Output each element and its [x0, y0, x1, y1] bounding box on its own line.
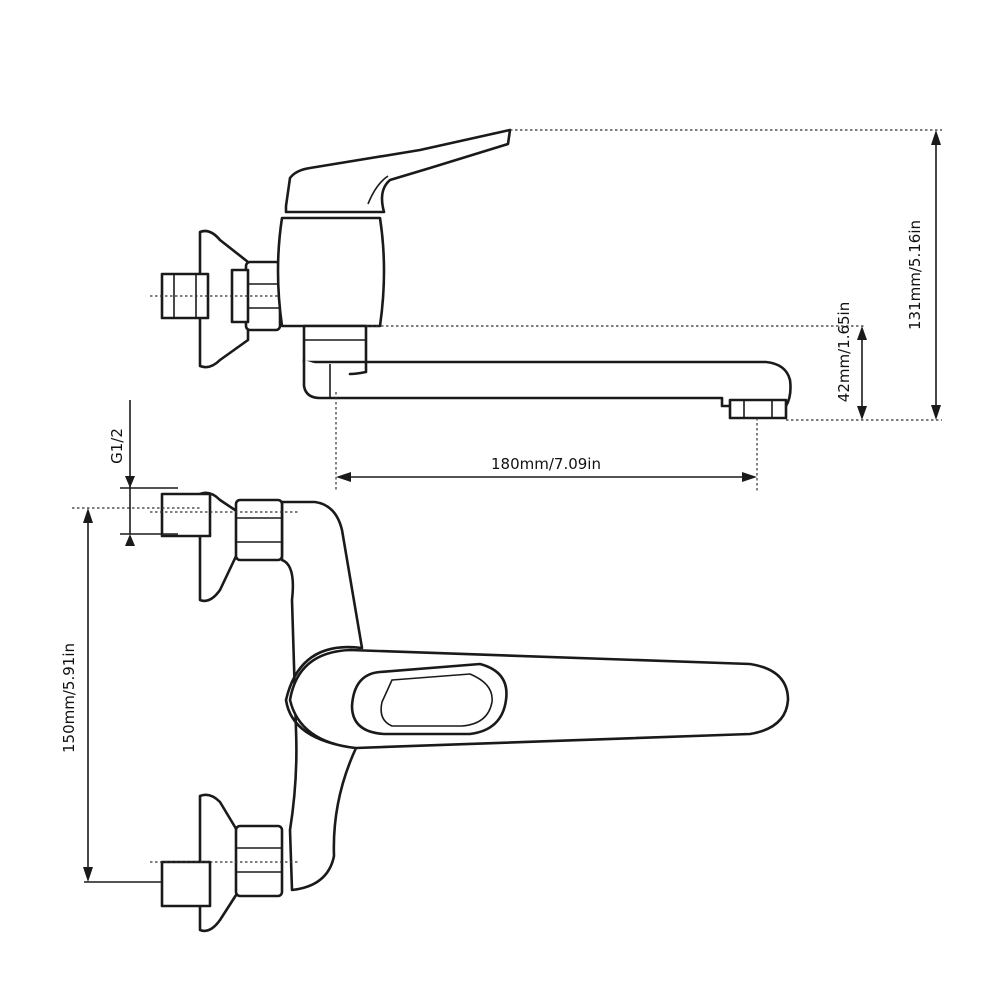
front-view: [150, 491, 790, 933]
dimension-center-distance: 150mm/5.91in: [60, 507, 200, 883]
dimension-spout-reach: 180mm/7.09in: [336, 455, 757, 482]
side-view-lever-handle: [284, 128, 512, 214]
side-view-body: [276, 216, 386, 328]
dimension-spout-height: 42mm/1.65in: [835, 302, 867, 420]
dimension-center-distance-label: 150mm/5.91in: [60, 643, 78, 753]
dimension-spout-reach-label: 180mm/7.09in: [491, 455, 601, 473]
dimension-thread: G1/2: [108, 400, 178, 546]
dimension-spout-height-label: 42mm/1.65in: [835, 302, 853, 402]
front-view-lower-nut: [234, 824, 284, 898]
front-view-lower-nipple: [160, 860, 212, 908]
front-view-body: [280, 500, 364, 892]
dimension-total-height-label: 131mm/5.16in: [906, 220, 924, 330]
side-view-spout: [302, 358, 792, 408]
front-view-upper-nipple: [160, 492, 212, 538]
side-view-swivel-collar: [302, 324, 368, 364]
side-view-aerator: [728, 398, 788, 420]
side-view-wall-flange: [198, 229, 250, 369]
front-view-handle-opening: [350, 662, 508, 736]
front-view-upper-nut: [234, 498, 284, 562]
side-view: [150, 128, 792, 420]
dimension-total-height: 131mm/5.16in: [906, 130, 941, 420]
dimension-thread-label: G1/2: [108, 428, 126, 464]
